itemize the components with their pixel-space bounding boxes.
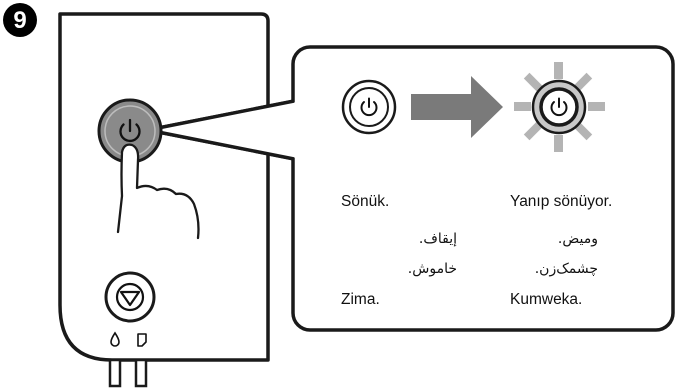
light-rays-icon xyxy=(514,62,605,152)
power-icon xyxy=(119,118,141,143)
ink-drop-icon xyxy=(110,331,120,347)
arrow-right-icon xyxy=(411,76,503,138)
step-badge: 9 xyxy=(3,3,37,37)
stop-button[interactable] xyxy=(104,271,156,323)
power-light-blinking xyxy=(531,79,587,135)
control-panel xyxy=(58,12,270,362)
power-icon xyxy=(550,97,568,117)
label-off-sw: Zima. xyxy=(341,291,380,308)
label-blinking-tr: Yanıp sönüyor. xyxy=(510,193,613,210)
stop-icon xyxy=(119,290,141,307)
label-blinking-ar: وميض. xyxy=(557,231,598,247)
label-off-fa: خاموش. xyxy=(407,261,457,277)
label-blinking-sw: Kumweka. xyxy=(510,291,583,308)
step-number: 9 xyxy=(13,7,26,34)
pointing-hand-icon xyxy=(116,143,200,240)
power-icon xyxy=(360,97,378,117)
label-off-ar: إيقاف. xyxy=(418,231,457,247)
power-light-off xyxy=(341,79,397,135)
label-blinking-fa: چشمک‌زن. xyxy=(534,261,598,277)
cable-bars xyxy=(108,358,148,388)
paper-icon xyxy=(137,333,147,347)
label-off-tr: Sönük. xyxy=(341,193,390,210)
